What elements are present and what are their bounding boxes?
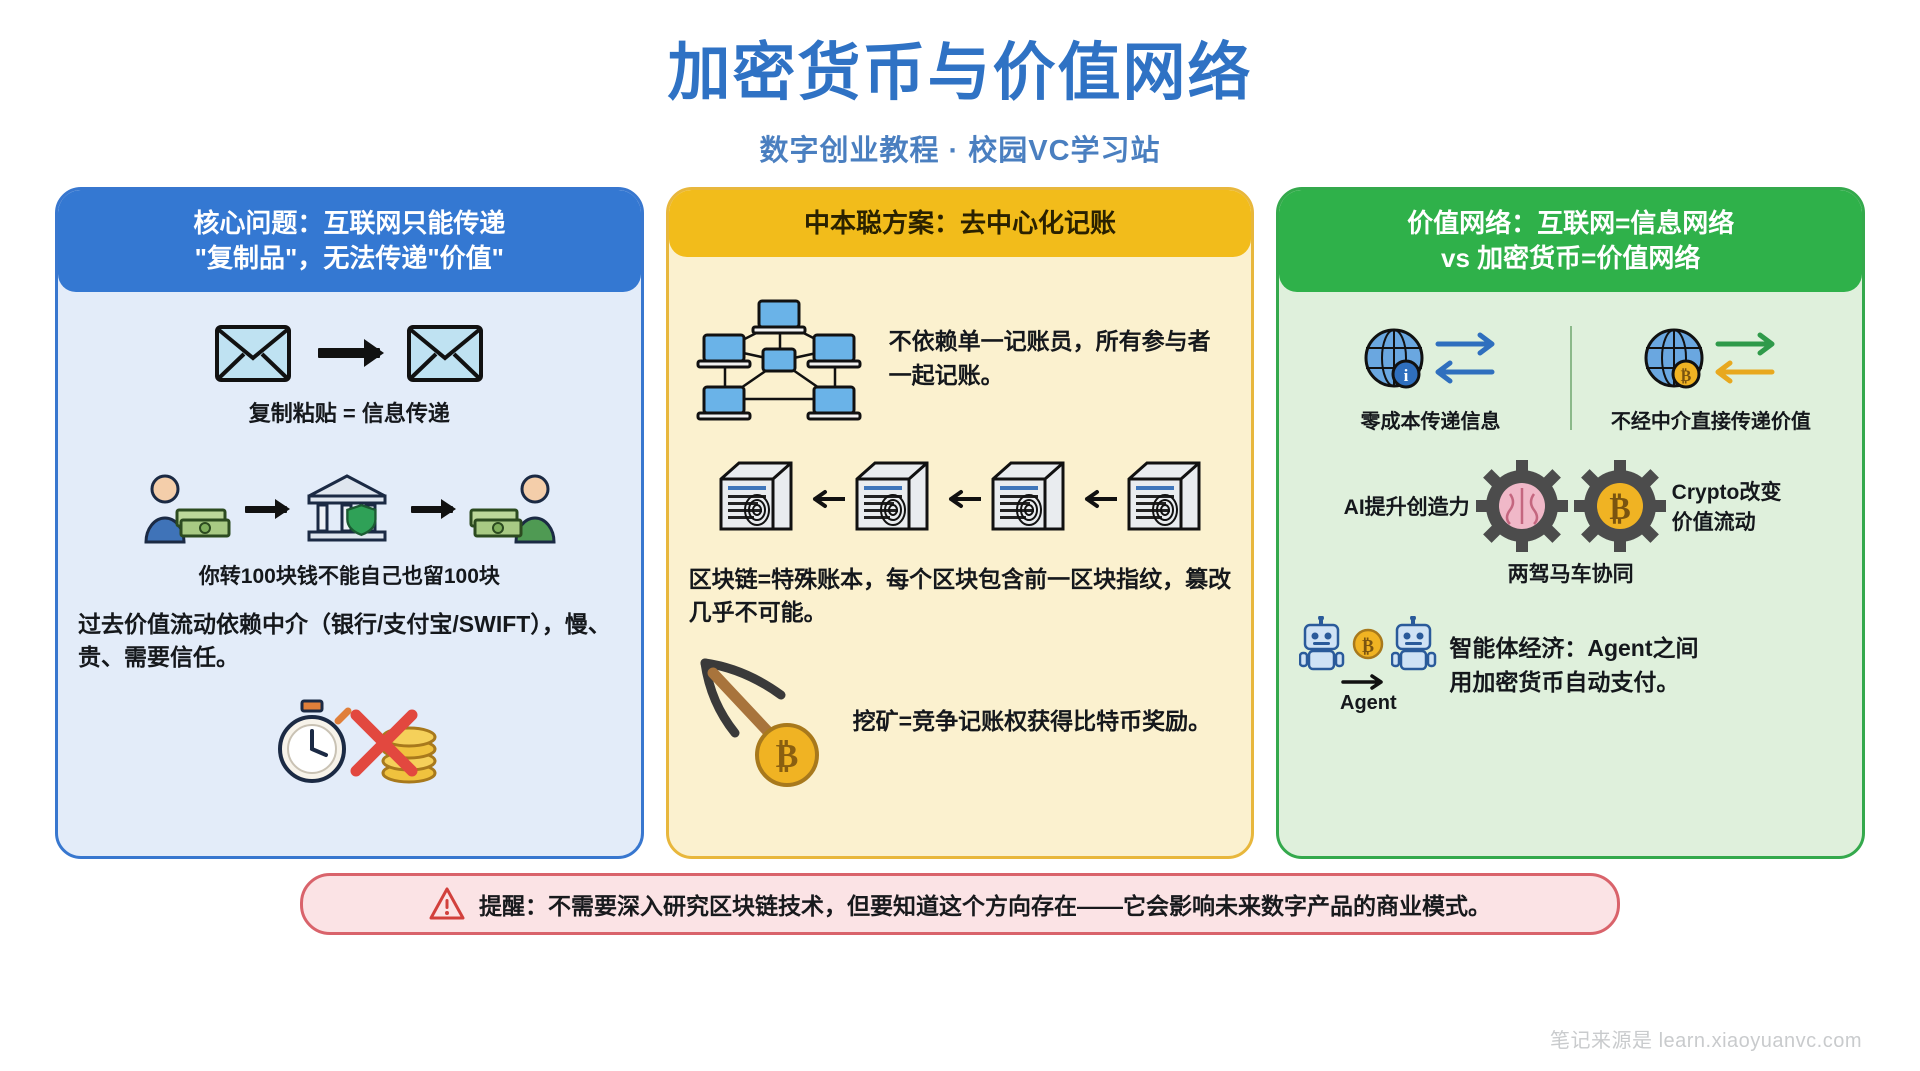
cards-row: 核心问题：互联网只能传递 "复制品"，无法传递"价值" (0, 169, 1920, 859)
bitcoin-coin-icon: ₿ (1353, 628, 1384, 660)
globes-comparison: i 零成本传递信息 (1299, 322, 1842, 434)
two-horse-caption: 两驾马车协同 (1507, 562, 1634, 586)
page-header: 加密货币与价值网络 数字创业教程 · 校园VC学习站 (0, 0, 1920, 169)
gears-section: AI提升创造力 (1299, 459, 1842, 552)
card-nakamoto-heading: 中本聪方案：去中心化记账 (668, 189, 1252, 257)
blockchain-illustration (689, 453, 1232, 545)
stopwatch-icon (278, 699, 352, 783)
page-title: 加密货币与价值网络 (667, 38, 1253, 108)
svg-text:₿: ₿ (775, 738, 798, 775)
bank-icon (307, 473, 387, 542)
block-fingerprint-icon (1127, 461, 1201, 531)
bitcoin-gear-icon: ₿ (1573, 459, 1666, 552)
arrow-right-icon (245, 499, 291, 520)
pickaxe-icon: ₿ (700, 658, 819, 788)
value-network-half: ₿ 不经中介直接传递价值 (1580, 322, 1842, 434)
robot-icon (1391, 616, 1437, 671)
block-fingerprint-icon (719, 461, 793, 531)
globe-bitcoin-icon: ₿ (1644, 328, 1775, 389)
person-money-icon (144, 474, 231, 544)
arrow-left-icon (949, 489, 981, 508)
crypto-change-line-1: Crypto改变 (1671, 480, 1782, 504)
decentralized-network-section: 不依赖单一记账员，所有参与者一起记账。 (689, 291, 1232, 427)
blockchain-explanation-text: 区块链=特殊账本，每个区块包含前一区块指纹，篡改几乎不可能。 (688, 565, 1232, 625)
card-value-network-body: i 零成本传递信息 (1279, 292, 1862, 856)
svg-text:₿: ₿ (1362, 636, 1374, 656)
agent-economy-section: ₿ (1299, 616, 1842, 715)
heading-line-1: 核心问题：互联网只能传递 (193, 207, 506, 238)
card-core-problem-body: 复制粘贴 = 信息传递 (58, 292, 641, 856)
svg-text:₿: ₿ (1681, 367, 1692, 385)
transfer-caption: 你转100块钱不能自己也留100块 (198, 564, 500, 588)
agents-illustration: ₿ (1299, 616, 1437, 715)
decentralized-ledger-text: 不依赖单一记账员，所有参与者一起记账。 (888, 328, 1211, 388)
arrow-left-icon (813, 489, 845, 508)
svg-text:₿: ₿ (1609, 490, 1630, 526)
direct-value-caption: 不经中介直接传递价值 (1610, 410, 1811, 433)
arrow-right-icon (318, 338, 385, 367)
arrow-right-icon (1341, 674, 1384, 690)
person-money-icon (469, 474, 556, 544)
crypto-change-line-2: 价值流动 (1671, 510, 1756, 534)
heading-line-2: vs 加密货币=价值网络 (1441, 242, 1701, 273)
email-copy-illustration (78, 322, 621, 384)
zero-cost-info-caption: 零成本传递信息 (1360, 410, 1501, 433)
globe-info-icon: i (1364, 328, 1495, 389)
divider (1569, 325, 1572, 430)
network-nodes-icon (696, 299, 862, 421)
warning-banner: 提醒：不需要深入研究区块链技术，但要知道这个方向存在——它会影响未来数字产品的商… (300, 872, 1620, 935)
copy-paste-caption: 复制粘贴 = 信息传递 (248, 400, 450, 426)
block-fingerprint-icon (991, 461, 1065, 531)
arrow-left-icon (1085, 489, 1117, 508)
arrow-right-icon (411, 499, 457, 520)
page-subtitle: 数字创业教程 · 校园VC学习站 (759, 134, 1161, 167)
envelope-icon (215, 324, 292, 382)
intermediary-paragraph: 过去价值流动依赖中介（银行/支付宝/SWIFT），慢、贵、需要信任。 (78, 611, 611, 671)
agent-text-line-1: 智能体经济：Agent之间 (1449, 635, 1699, 662)
footer-source: 笔记来源是 learn.xiaoyuanvc.com (1550, 1030, 1862, 1052)
svg-text:i: i (1403, 366, 1408, 385)
mining-reward-text: 挖矿=竞争记账权获得比特币奖励。 (852, 707, 1212, 734)
agent-text-line-2: 用加密货币自动支付。 (1449, 668, 1680, 695)
info-network-half: i 零成本传递信息 (1299, 322, 1561, 434)
card-nakamoto-body: 不依赖单一记账员，所有参与者一起记账。 (669, 257, 1252, 856)
warning-text: 提醒：不需要深入研究区块链技术，但要知道这个方向存在——它会影响未来数字产品的商… (479, 892, 1491, 919)
agent-economy-text: 智能体经济：Agent之间 用加密货币自动支付。 (1449, 632, 1842, 699)
heading-line-2: "复制品"，无法传递"价值" (194, 242, 504, 273)
card-core-problem-heading: 核心问题：互联网只能传递 "复制品"，无法传递"价值" (58, 189, 641, 292)
crypto-change-label: Crypto改变 价值流动 (1672, 476, 1822, 536)
card-value-network-heading: 价值网络：互联网=信息网络 vs 加密货币=价值网络 (1279, 189, 1863, 292)
card-value-network: 价值网络：互联网=信息网络 vs 加密货币=价值网络 (1276, 186, 1866, 859)
agent-label: Agent (1340, 692, 1397, 715)
warning-banner-wrap: 提醒：不需要深入研究区块链技术，但要知道这个方向存在——它会影响未来数字产品的商… (0, 859, 1920, 935)
block-fingerprint-icon (855, 461, 929, 531)
red-cross-icon (350, 709, 418, 777)
envelope-icon (407, 324, 484, 382)
cost-speed-illustration (78, 697, 621, 789)
mining-section: ₿ 挖矿=竞争记账权获得比特币奖励。 (689, 651, 1232, 791)
robot-icon (1299, 616, 1345, 671)
card-nakamoto-solution: 中本聪方案：去中心化记账 (665, 186, 1255, 859)
card-core-problem: 核心问题：互联网只能传递 "复制品"，无法传递"价值" (55, 186, 644, 859)
brain-gear-icon (1475, 459, 1568, 552)
ai-creativity-label: AI提升创造力 (1343, 495, 1470, 519)
money-transfer-illustration (78, 470, 621, 550)
warning-triangle-icon (429, 887, 465, 920)
heading-line-1: 价值网络：互联网=信息网络 (1407, 207, 1735, 238)
